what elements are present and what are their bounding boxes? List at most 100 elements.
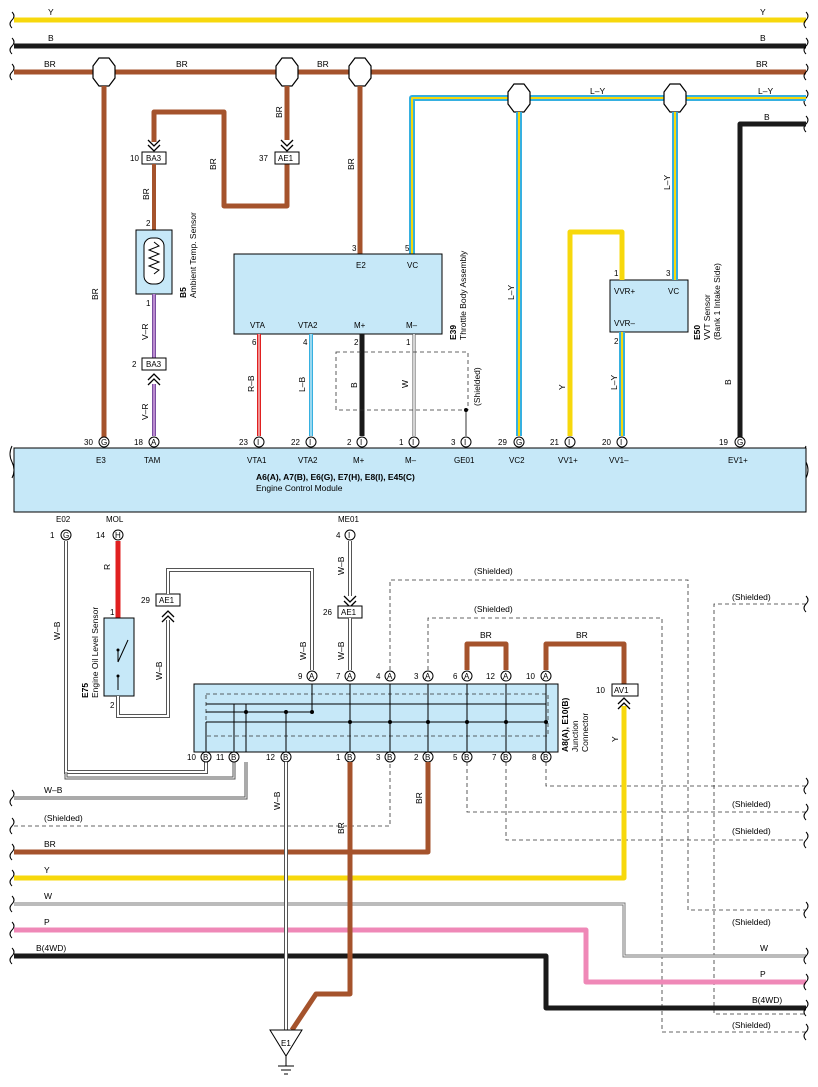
svg-text:I: I [464, 438, 466, 447]
ambient-temp-sensor: 2 1 B5 Ambient Temp. Sensor [135, 212, 198, 308]
br-jumpers: BR BR AV1 10 [464, 630, 639, 710]
svg-text:BR: BR [44, 59, 56, 69]
svg-text:3: 3 [451, 438, 456, 447]
svg-text:BA3: BA3 [146, 154, 162, 163]
svg-text:B: B [425, 753, 430, 762]
vvt-sensor: VVR+ VC VVR– 1 3 2 E50 VVT Sensor (Bank … [609, 263, 722, 346]
svg-text:12: 12 [486, 672, 495, 681]
svg-text:V–R: V–R [140, 323, 150, 340]
svg-text:BR: BR [176, 59, 188, 69]
svg-text:(Shielded): (Shielded) [474, 604, 513, 614]
svg-text:BR: BR [480, 630, 492, 640]
svg-text:H: H [115, 531, 121, 540]
svg-text:8: 8 [532, 753, 537, 762]
svg-text:BR: BR [44, 839, 56, 849]
svg-text:Y: Y [557, 384, 567, 390]
splice-1 [92, 57, 116, 87]
svg-text:1: 1 [146, 299, 151, 308]
svg-text:(Shielded): (Shielded) [472, 367, 482, 406]
svg-text:3: 3 [352, 244, 357, 253]
svg-text:Y: Y [44, 865, 50, 875]
svg-text:B: B [347, 753, 352, 762]
svg-text:P: P [44, 917, 50, 927]
svg-text:W–B: W–B [336, 641, 346, 660]
svg-text:19: 19 [719, 438, 728, 447]
svg-text:30: 30 [84, 438, 93, 447]
svg-text:M+: M+ [353, 456, 365, 465]
wire-e02: W–B [52, 541, 208, 774]
wire-oil-to-ae1: W–B AE1 29 W–B [116, 568, 314, 718]
svg-text:Y: Y [48, 7, 54, 17]
svg-text:B: B [764, 112, 770, 122]
svg-text:B: B [231, 753, 236, 762]
svg-text:6: 6 [453, 672, 458, 681]
svg-text:B(4WD): B(4WD) [36, 943, 66, 953]
svg-text:VC: VC [407, 261, 418, 270]
svg-text:GE01: GE01 [454, 456, 475, 465]
svg-text:7: 7 [336, 672, 341, 681]
svg-text:(Shielded): (Shielded) [474, 566, 513, 576]
svg-text:21: 21 [550, 438, 559, 447]
bottom-wire-w: W W [14, 891, 806, 958]
svg-text:4: 4 [303, 338, 308, 347]
svg-text:10: 10 [526, 672, 535, 681]
svg-text:VV1–: VV1– [609, 456, 629, 465]
oil-level-sensor: R 1 2 E75 Engine Oil Level Sensor [80, 541, 135, 710]
svg-text:2: 2 [414, 753, 419, 762]
svg-text:MOL: MOL [106, 515, 124, 524]
svg-text:L–Y: L–Y [590, 86, 605, 96]
svg-text:10: 10 [130, 154, 139, 163]
svg-text:B(4WD): B(4WD) [752, 995, 782, 1005]
svg-text:A: A [387, 672, 393, 681]
wire-vv1minus: L–Y [609, 332, 625, 436]
wire-mminus: W [400, 334, 416, 436]
svg-text:M+: M+ [354, 321, 366, 330]
svg-text:29: 29 [141, 596, 150, 605]
svg-text:B: B [760, 33, 766, 43]
svg-text:BR: BR [141, 188, 151, 200]
svg-text:7: 7 [492, 753, 497, 762]
wire-vvt-vc: L–Y [662, 112, 678, 280]
engine-control-module: A6(A), A7(B), E6(G), E7(H), E8(I), E45(C… [13, 447, 807, 513]
svg-text:W: W [44, 891, 52, 901]
svg-text:23: 23 [239, 438, 248, 447]
svg-text:VVT Sensor: VVT Sensor [702, 294, 712, 340]
svg-text:BA3: BA3 [146, 360, 162, 369]
svg-text:B: B [503, 753, 508, 762]
svg-text:BR: BR [414, 792, 424, 804]
svg-text:4: 4 [376, 672, 381, 681]
svg-text:BR: BR [90, 288, 100, 300]
svg-text:AE1: AE1 [341, 608, 357, 617]
svg-text:G: G [516, 438, 522, 447]
svg-text:AE1: AE1 [159, 596, 175, 605]
svg-text:BR: BR [336, 822, 346, 834]
svg-text:1: 1 [336, 753, 341, 762]
wire-vta1: R–B [246, 334, 261, 436]
splice-3 [348, 57, 372, 87]
svg-text:A: A [543, 672, 549, 681]
svg-text:BR: BR [317, 59, 329, 69]
svg-text:P: P [760, 969, 766, 979]
svg-text:A: A [151, 438, 157, 447]
svg-text:G: G [63, 531, 69, 540]
svg-text:Ambient Temp. Sensor: Ambient Temp. Sensor [188, 212, 198, 298]
svg-text:BR: BR [756, 59, 768, 69]
svg-text:W–B: W–B [272, 791, 282, 810]
svg-text:9: 9 [298, 672, 303, 681]
svg-text:W–B: W–B [52, 621, 62, 640]
svg-text:A6(A), A7(B), E6(G), E7(H), E8: A6(A), A7(B), E6(G), E7(H), E8(I), E45(C… [256, 472, 415, 482]
junction-connector: A8(A), E10(B) Junction Connector [193, 683, 590, 753]
svg-text:5: 5 [453, 753, 458, 762]
svg-text:B: B [48, 33, 54, 43]
svg-text:1: 1 [110, 608, 115, 617]
svg-text:Junction: Junction [570, 720, 580, 752]
svg-text:(Shielded): (Shielded) [732, 917, 771, 927]
wire-vc2: L–Y [506, 112, 522, 436]
wire-vr: V–R BA3 2 V–R [132, 294, 167, 436]
wire-e3: BR [90, 86, 107, 438]
splice-5 [663, 83, 687, 113]
svg-text:(Shielded): (Shielded) [732, 592, 771, 602]
svg-text:I: I [348, 531, 350, 540]
